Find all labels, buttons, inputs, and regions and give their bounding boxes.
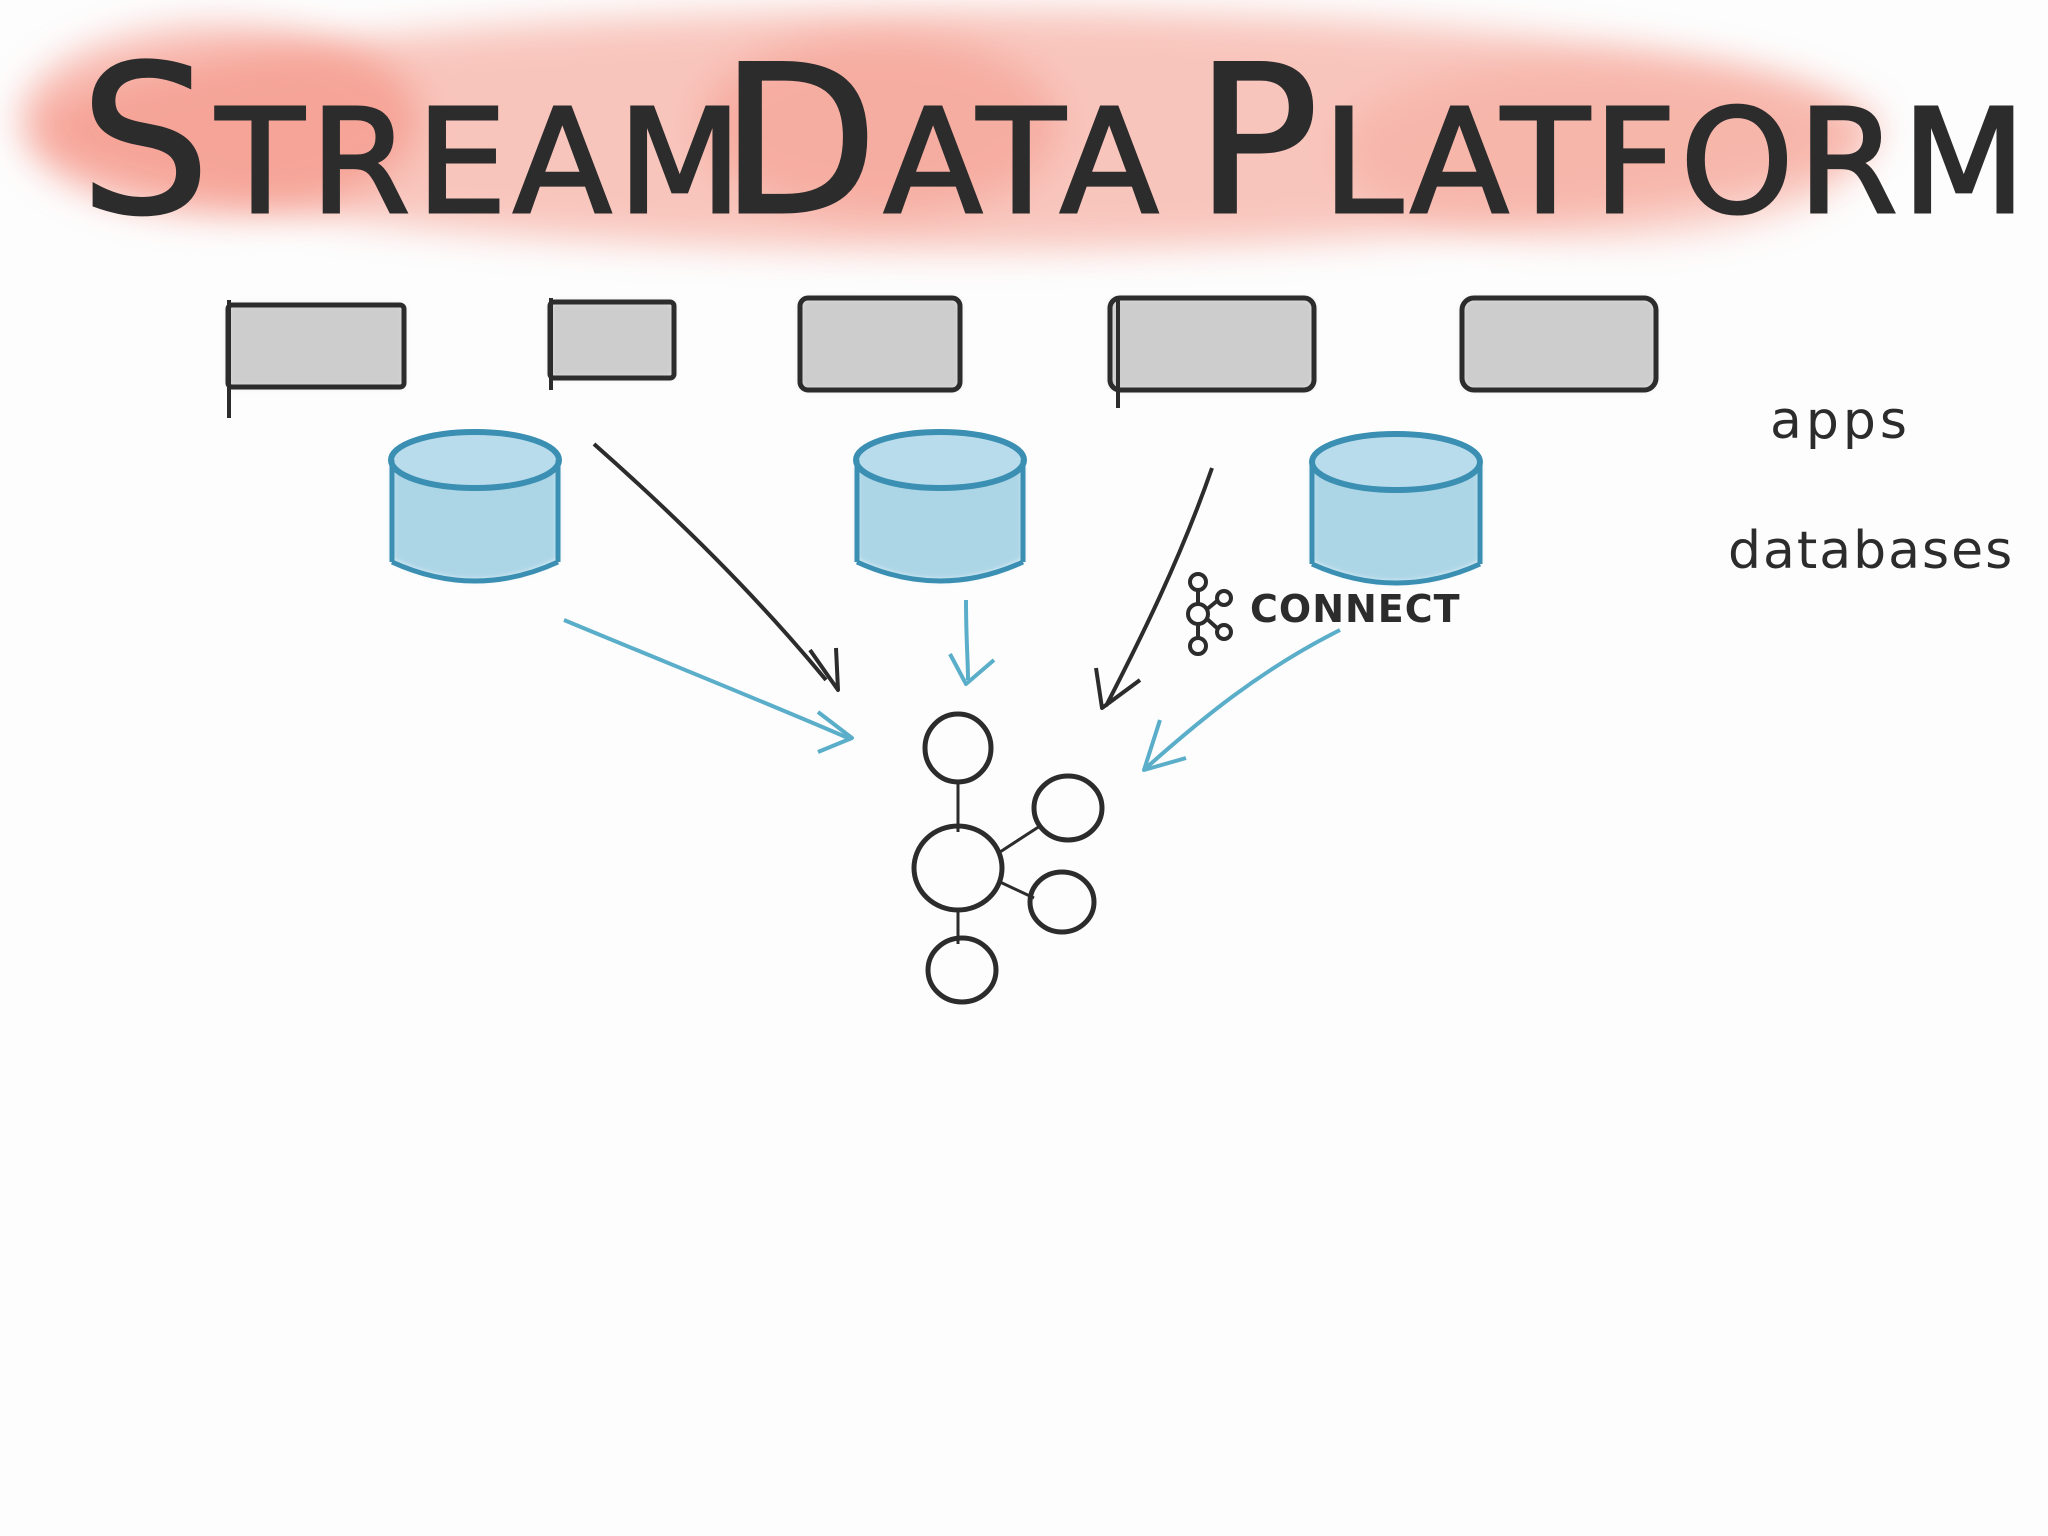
kafka-cluster-icon [911,711,1105,1005]
db-arrow [948,599,996,686]
database-cylinder [853,429,1027,584]
database-cylinder [1309,431,1483,586]
apps-label: apps [1770,391,1911,451]
app-boxes [225,295,1659,418]
db-arrow [1142,628,1341,772]
app-box [1107,295,1317,408]
title-word-stream: Stream [80,23,748,261]
title-word-data: Data [720,23,1164,261]
app-arrow [592,442,840,692]
database-cylinder [388,429,562,584]
kafka-logo-icon [1186,572,1233,656]
databases-label: databases [1728,521,2014,581]
connect-label-group: CONNECT [1186,572,1461,656]
title-word-platform: Platform [1195,23,2030,261]
page-title: Stream Data Platform [79,22,2030,263]
app-arrow [1094,467,1214,710]
app-box [797,295,963,393]
app-box [1459,295,1659,393]
app-box [547,298,677,390]
title-wash [20,10,1880,250]
side-labels: apps databases [1728,391,2014,581]
db-arrow [563,618,854,754]
connect-label: CONNECT [1250,587,1461,631]
app-box [225,300,407,418]
arrows [563,442,1341,772]
database-cylinders [388,429,1483,586]
